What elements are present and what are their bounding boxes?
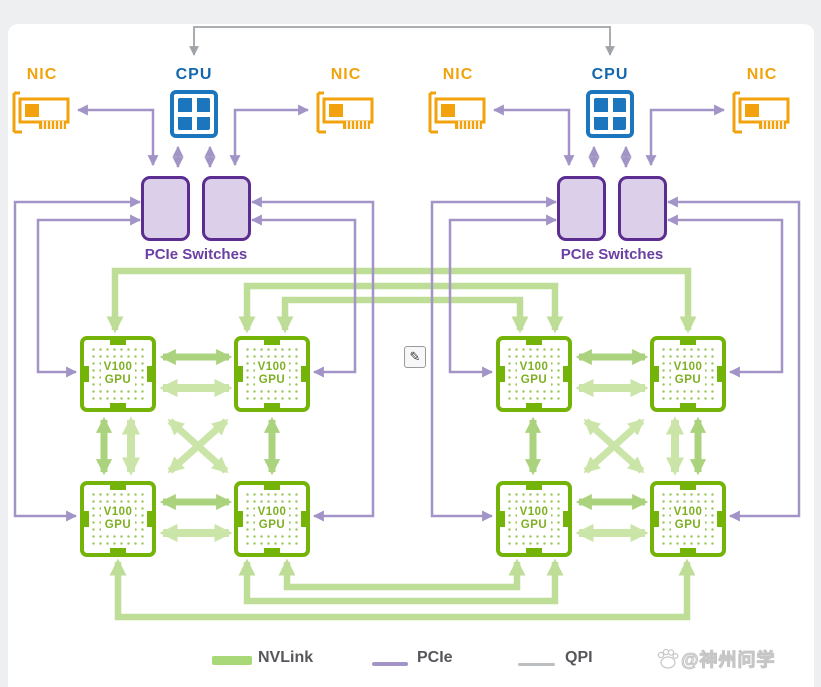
pcie-switch-gpu-link [13, 196, 142, 522]
cpu-label: CPU [175, 66, 213, 83]
nic-label: NIC [442, 66, 474, 83]
network-card-icon [732, 91, 790, 134]
pcie-switch-gpu-link [666, 196, 801, 522]
paw-icon [657, 648, 679, 669]
edit-cursor-icon: ✎ [404, 346, 426, 368]
pcie-links [13, 104, 801, 522]
pcie-switch-gpu-link [36, 214, 142, 378]
nic-label: NIC [330, 66, 362, 83]
pcie-switch-gpu-link [666, 214, 784, 378]
nvlink-bottom-middle-line [238, 558, 564, 605]
pcie-switch-icon [618, 176, 667, 241]
cpu-label: CPU [591, 66, 629, 83]
legend-label-nvlink: NVLink [258, 649, 314, 666]
pcie-switch-gpu-link [448, 214, 558, 378]
pcie-nic-link [76, 104, 159, 167]
legend-swatch-qpi [518, 663, 555, 666]
nic-icon [426, 90, 490, 136]
qpi-cpu-to-cpu-line [189, 26, 615, 56]
network-card-icon [428, 91, 486, 134]
network-card-icon [12, 91, 70, 134]
qpi-link [189, 26, 615, 56]
watermark-text: @神州问学 [680, 649, 776, 670]
nvlink-cross-arrow [583, 418, 645, 474]
pcie-switch-gpu-link [250, 214, 357, 378]
pcie-nic-link [229, 104, 310, 167]
legend-label-qpi: QPI [565, 649, 593, 666]
nvlink-bottom-inner-line [278, 558, 526, 591]
pcie-switch-icon [557, 176, 606, 241]
pencil-icon: ✎ [409, 349, 421, 364]
nvlink-top-middle-line [238, 282, 564, 334]
nvlink-cross-arrow [167, 418, 229, 474]
nic-label: NIC [26, 66, 58, 83]
nic-icon [314, 90, 378, 136]
legend-label-pcie: PCIe [417, 649, 453, 666]
pcie-nic-link [645, 104, 726, 167]
pcie-switch-gpu-link [250, 196, 375, 522]
nic-label: NIC [746, 66, 778, 83]
pcie-switch-gpu-link [430, 196, 558, 522]
cpu-icon [586, 90, 634, 138]
nvlink-bottom-outer-line [109, 558, 696, 621]
network-card-icon [316, 91, 374, 134]
pcie-switches-label: PCIe Switches [144, 246, 248, 263]
nic-icon [10, 90, 74, 136]
cpu-core-icon [178, 98, 210, 130]
nvlink-top-inner-line [276, 296, 529, 334]
pcie-switches-label: PCIe Switches [560, 246, 664, 263]
legend-swatch-pcie [372, 662, 408, 666]
legend-swatch-nvlink [212, 656, 252, 665]
pcie-nic-link [492, 104, 575, 167]
nic-icon [730, 90, 794, 136]
cpu-icon [170, 90, 218, 138]
pcie-switch-icon [202, 176, 251, 241]
pcie-switch-icon [141, 176, 190, 241]
cpu-core-icon [594, 98, 626, 130]
watermark: @神州问学 [655, 646, 776, 672]
